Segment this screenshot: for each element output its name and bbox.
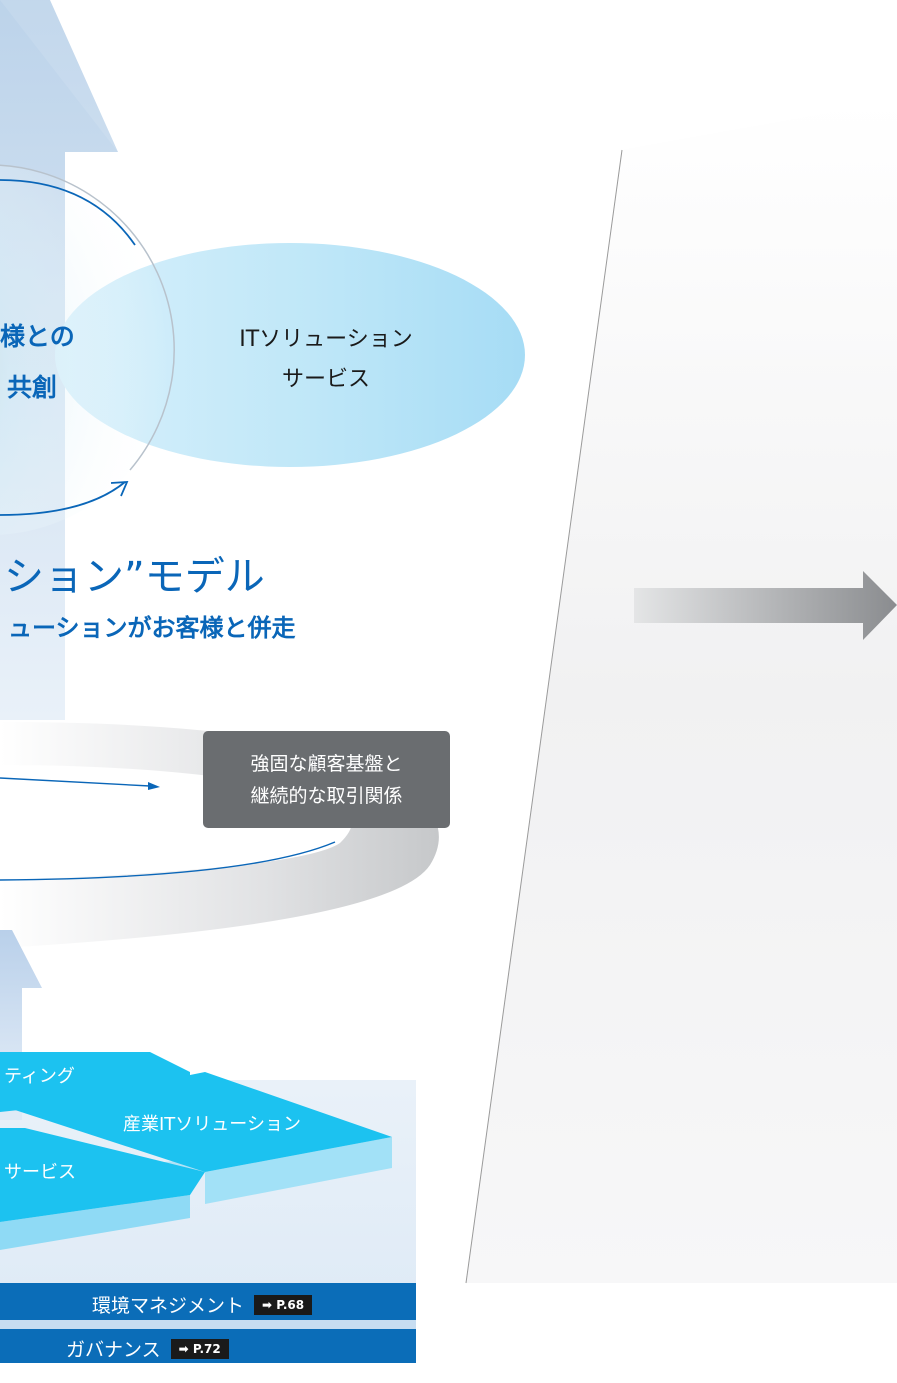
tile-middle-side — [205, 1137, 392, 1204]
model-title: ション”モデル — [4, 554, 265, 600]
tile-middle-label: 産業ITソリューション — [123, 1114, 301, 1135]
bar-governance-label: ガバナンス — [66, 1339, 161, 1361]
tile-bottom — [0, 1128, 205, 1222]
tile-middle — [15, 1072, 392, 1172]
ring-arrowhead-icon — [148, 782, 160, 790]
arc-arrowhead-icon — [110, 481, 129, 497]
bar-environment-label: 環境マネジメント — [92, 1295, 245, 1317]
right-arrow-icon — [634, 571, 897, 640]
bar-environment[interactable]: 環境マネジメント ➡ P.68 — [0, 1283, 416, 1320]
cocreation-circle-outline — [0, 164, 175, 471]
panel-divider — [465, 149, 623, 1284]
it-solution-ellipse — [55, 243, 525, 467]
tile-top-label: ティング — [4, 1066, 75, 1087]
cocreation-line2: 共創 — [7, 373, 58, 402]
right-panel — [466, 100, 897, 1283]
it-solution-label: ITソリューション サービス — [239, 327, 413, 392]
customer-base-box: 強固な顧客基盤と 継続的な取引関係 — [203, 731, 450, 828]
model-subtitle: ューションがお客様と併走 — [8, 614, 296, 642]
customer-base-line1: 強固な顧客基盤と — [250, 752, 403, 775]
tile-bottom-label: サービス — [4, 1162, 76, 1183]
ring-line-bottom — [0, 841, 336, 881]
ring-line-top — [0, 777, 151, 787]
page-ref-p72[interactable]: ➡ P.72 — [170, 1338, 229, 1359]
page-ref-p68[interactable]: ➡ P.68 — [254, 1294, 313, 1315]
customer-base-line2: 継続的な取引関係 — [250, 784, 403, 807]
cocreation-arc-bottom — [0, 481, 126, 516]
cocreation-line1: 様との — [0, 322, 75, 351]
bar-environment-bg — [0, 1283, 416, 1320]
cocreation-circle — [0, 165, 175, 535]
tile-bottom-side — [0, 1195, 190, 1250]
bar-governance[interactable]: ガバナンス ➡ P.72 — [0, 1329, 416, 1363]
cocreation-arc-top — [0, 179, 136, 246]
